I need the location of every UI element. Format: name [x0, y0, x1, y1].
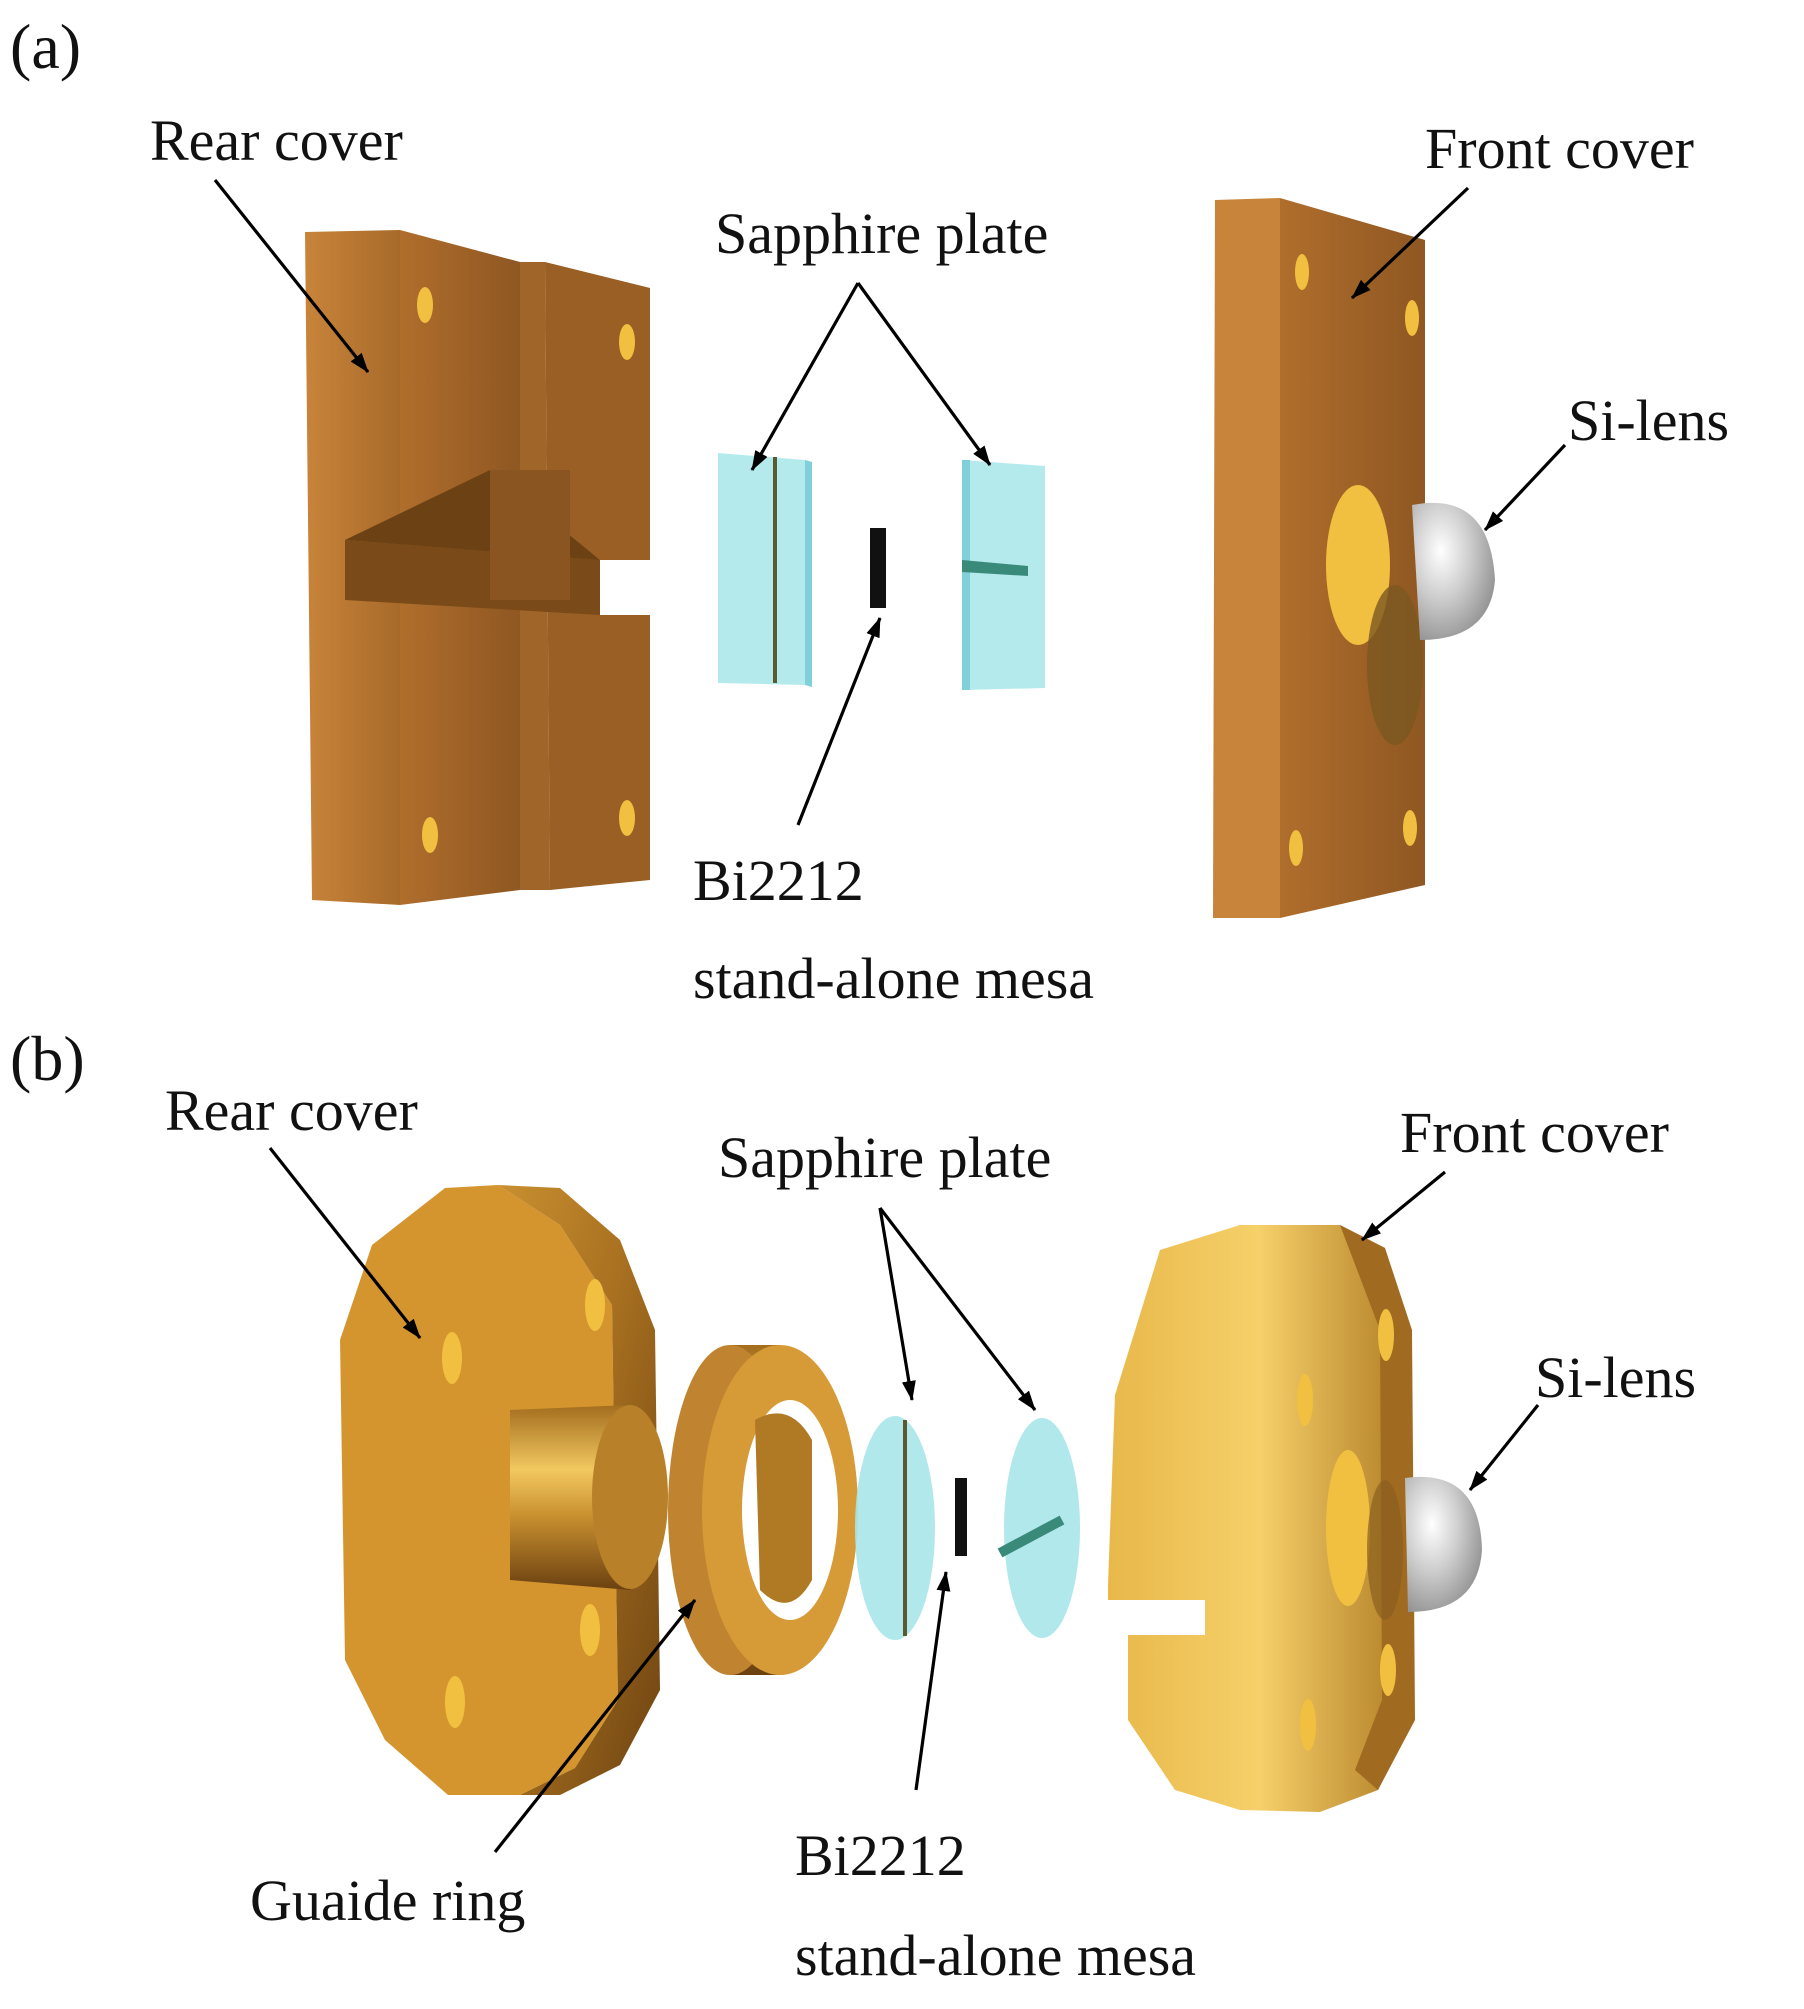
label-front-cover-a: Front cover	[1425, 116, 1694, 181]
label-mesa-line1-a: Bi2212	[693, 848, 864, 913]
arrow-sapphire-right-b	[878, 1207, 1037, 1411]
arrow-sapphire-left-b	[878, 1207, 916, 1401]
sapphire-plate-right-b	[997, 1418, 1080, 1638]
label-rear-cover-a: Rear cover	[150, 108, 403, 173]
label-guide-ring-b: Guaide ring	[250, 1868, 525, 1933]
label-sapphire-plate-b: Sapphire plate	[718, 1125, 1051, 1190]
sapphire-plate-right-a	[962, 460, 1045, 690]
front-cover-block-a	[1213, 198, 1425, 918]
si-lens-a	[1412, 502, 1495, 640]
arrow-front-cover-b	[1360, 1170, 1447, 1242]
label-si-lens-a: Si-lens	[1568, 388, 1729, 453]
arrow-guide-ring-b	[493, 1599, 697, 1853]
label-si-lens-b: Si-lens	[1535, 1345, 1696, 1410]
arrow-mesa-b	[914, 1571, 951, 1791]
rear-cover-block-a	[305, 230, 650, 905]
rear-cover-boss-b	[510, 1405, 668, 1590]
panel-b-tag: (b)	[10, 1023, 85, 1094]
label-rear-cover-b: Rear cover	[165, 1078, 418, 1143]
arrow-sapphire-right-a	[856, 282, 992, 466]
arrow-mesa-a	[796, 617, 882, 826]
arrow-si-lens-a	[1483, 443, 1567, 532]
bi2212-mesa-b	[955, 1478, 967, 1556]
panel-a: (a)	[10, 11, 1729, 1011]
arrow-front-cover-a	[1350, 186, 1470, 300]
label-mesa-line2-a: stand-alone mesa	[693, 946, 1094, 1011]
panel-a-tag: (a)	[10, 11, 81, 82]
label-front-cover-b: Front cover	[1400, 1100, 1669, 1165]
panel-b: (b)	[10, 1023, 1696, 1988]
sapphire-plate-left-b	[855, 1416, 935, 1640]
arrow-rear-cover-b	[268, 1147, 422, 1339]
label-mesa-line1-b: Bi2212	[795, 1823, 966, 1888]
arrow-si-lens-b	[1468, 1404, 1540, 1491]
label-sapphire-plate-a: Sapphire plate	[715, 201, 1048, 266]
arrow-rear-cover-a	[213, 179, 370, 373]
label-mesa-line2-b: stand-alone mesa	[795, 1923, 1196, 1988]
sapphire-plate-left-a	[718, 453, 812, 687]
si-lens-b	[1405, 1476, 1482, 1612]
arrow-sapphire-left-a	[750, 282, 860, 471]
front-cover-disk-b	[1108, 1225, 1415, 1812]
bi2212-mesa-a	[870, 528, 886, 608]
guide-ring-b	[668, 1345, 858, 1675]
